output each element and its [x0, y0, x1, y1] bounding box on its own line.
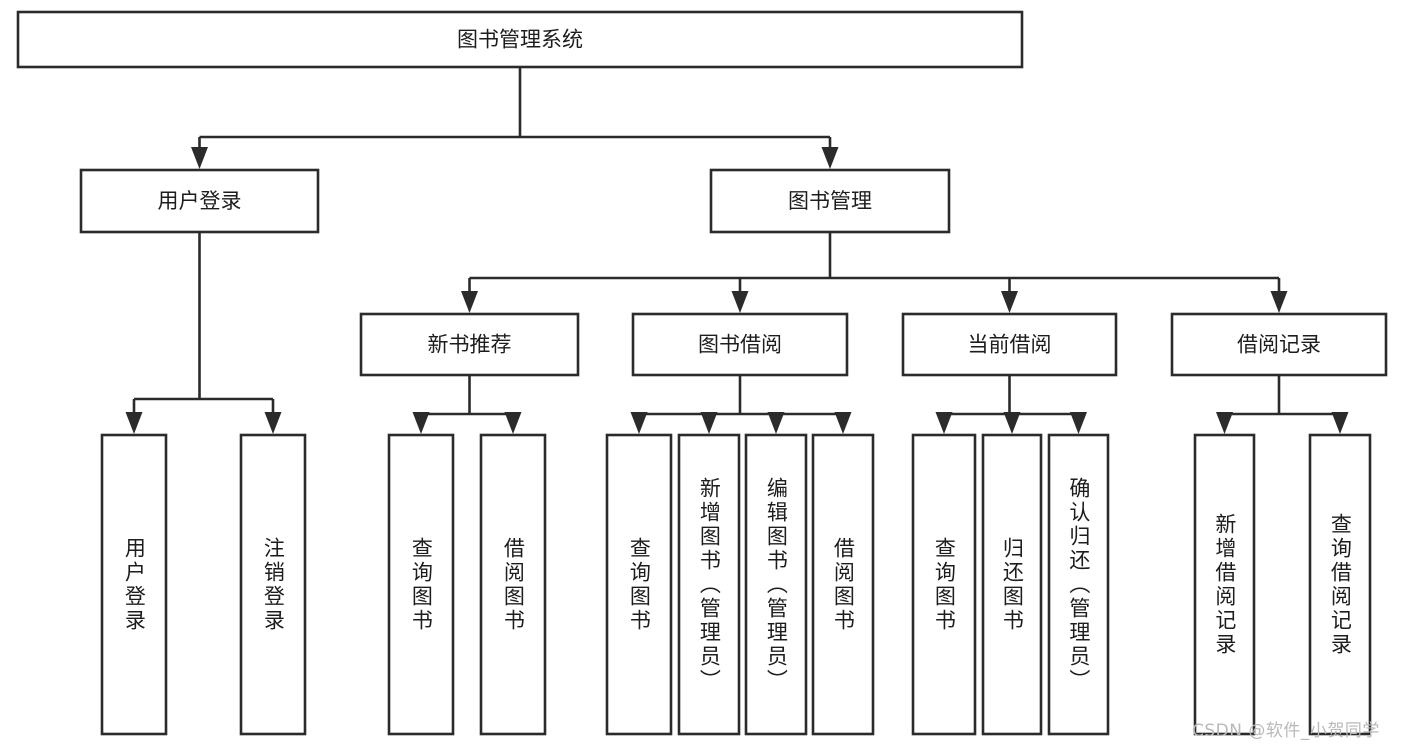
arrow-head-icon-leaf-query-record [1331, 412, 1349, 434]
node-label-root: 图书管理系统 [457, 28, 583, 52]
arrow-head-icon-book-borrow [731, 291, 749, 313]
arrow-head-icon-borrow-record [1270, 291, 1288, 313]
connectors-layer [125, 67, 1349, 434]
arrow-head-icon-leaf-add-record [1216, 412, 1233, 434]
arrow-head-icon-leaf-confirm-return [1070, 412, 1087, 434]
boxes-layer [16, 10, 1388, 736]
arrow-head-icon-new-book-recommend [461, 291, 478, 313]
node-box-leaf-confirm-return[interactable] [1047, 433, 1110, 736]
node-box-leaf-add-book[interactable] [677, 433, 741, 736]
node-label-user-login: 用户登录 [158, 189, 242, 213]
arrow-head-icon-leaf-user-login [125, 412, 143, 434]
arrow-head-icon-leaf-borrow-book-1 [504, 412, 522, 434]
arrow-head-icon-leaf-query-book-3 [935, 412, 953, 434]
node-label-new-book-recommend: 新书推荐 [428, 333, 512, 357]
watermark-text: CSDN @软件_小贺同学 [1192, 721, 1380, 741]
node-box-user-login[interactable] [79, 168, 320, 234]
node-label-current-borrow: 当前借阅 [968, 333, 1052, 357]
arrow-head-icon-leaf-borrow-book-2 [834, 412, 852, 434]
arrow-head-icon-leaf-add-book [700, 412, 718, 434]
node-box-leaf-query-book-3[interactable] [911, 433, 977, 736]
node-label-borrow-record: 借阅记录 [1237, 333, 1321, 357]
node-box-leaf-edit-book[interactable] [744, 433, 808, 736]
arrow-head-icon-leaf-return-book [1003, 412, 1021, 434]
node-box-leaf-logout[interactable] [239, 433, 307, 736]
node-box-leaf-user-login[interactable] [100, 433, 168, 736]
node-label-book-manage: 图书管理 [788, 189, 872, 213]
node-box-leaf-return-book[interactable] [981, 433, 1043, 736]
node-box-new-book-recommend[interactable] [359, 312, 580, 377]
arrow-head-icon-leaf-query-book-1 [412, 412, 430, 434]
arrow-head-icon-book-manage [821, 147, 839, 169]
node-box-current-borrow[interactable] [901, 312, 1118, 377]
arrow-head-icon-leaf-edit-book [767, 412, 785, 434]
node-box-leaf-query-book-1[interactable] [387, 433, 455, 736]
node-label-book-borrow: 图书借阅 [698, 333, 782, 357]
node-box-book-borrow[interactable] [631, 312, 849, 377]
node-box-leaf-query-book-2[interactable] [605, 433, 673, 736]
node-box-borrow-record[interactable] [1170, 312, 1388, 377]
node-box-leaf-query-record[interactable] [1308, 433, 1372, 736]
node-box-leaf-borrow-book-1[interactable] [479, 433, 547, 736]
arrow-head-icon-leaf-query-book-2 [630, 412, 648, 434]
arrow-head-icon-current-borrow [1001, 291, 1018, 313]
node-box-leaf-borrow-book-2[interactable] [811, 433, 875, 736]
node-box-leaf-add-record[interactable] [1193, 433, 1256, 736]
node-box-book-manage[interactable] [709, 168, 951, 234]
arrow-head-icon-user-login [191, 147, 208, 169]
node-box-root[interactable] [16, 10, 1024, 69]
arrow-head-icon-leaf-logout [264, 412, 282, 434]
